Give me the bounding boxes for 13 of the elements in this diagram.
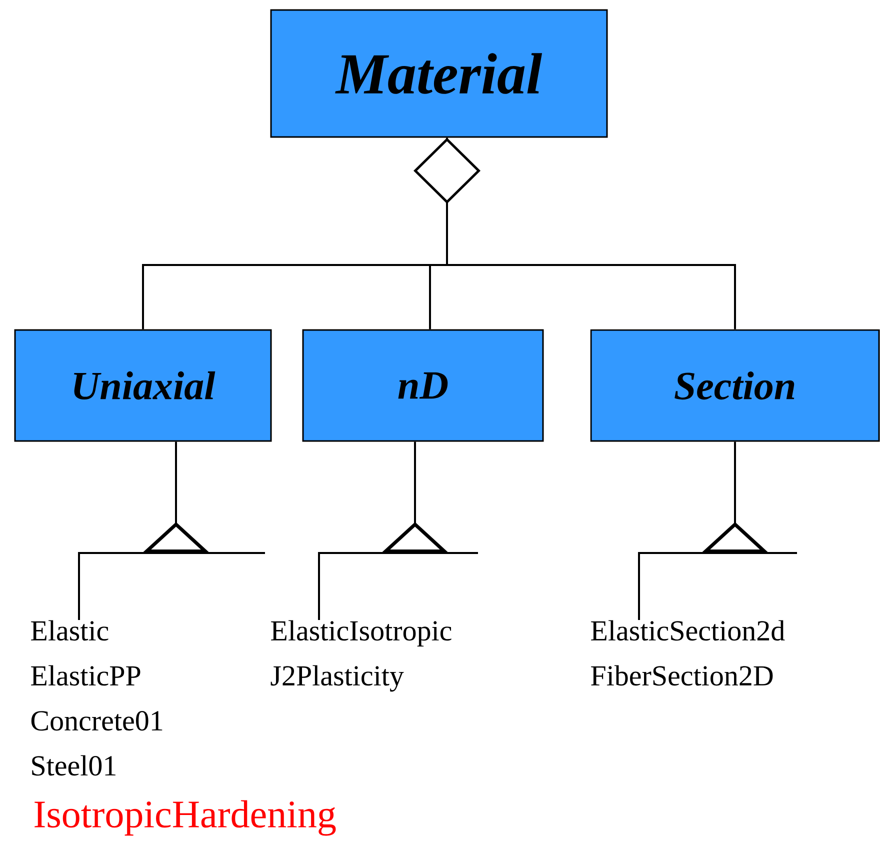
inheritance-connector: [638, 442, 798, 620]
inheritance-connector: [318, 442, 479, 620]
class-box: nD: [302, 329, 544, 442]
class-name: IsotropicHardening: [34, 800, 336, 836]
class-box: Section: [590, 329, 880, 442]
connector-branch: [429, 264, 447, 330]
class-box: Material: [270, 9, 608, 138]
class-list: Elastic ElasticPP Concrete01 Steel01: [31, 620, 162, 776]
connector-branch: [447, 264, 736, 330]
class-list: ElasticSection2d FiberSection2D: [591, 620, 785, 686]
class-box: Uniaxial: [14, 329, 272, 442]
class-list: ElasticIsotropic J2Plasticity: [270, 620, 452, 692]
inheritance-connector: [78, 442, 266, 620]
